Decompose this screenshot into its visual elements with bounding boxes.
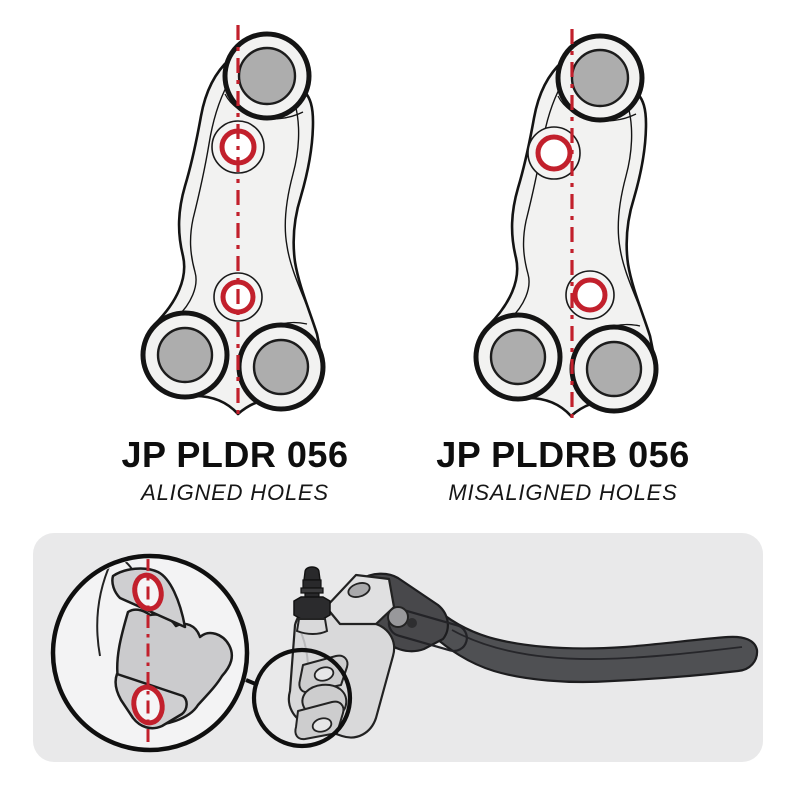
detail-circle [251, 647, 353, 749]
master-cylinder [287, 566, 396, 741]
lever-illustration-panel [33, 533, 763, 762]
pivot-pin [387, 606, 409, 628]
cylinder-top-face [324, 573, 396, 626]
product-label-left: JP PLDR 056 ALIGNED HOLES [55, 436, 415, 506]
lower-mount-hole [311, 717, 333, 733]
adapter-plates-diagram [0, 25, 800, 420]
lower-hole-highlight-ring [572, 277, 608, 313]
magnifier-view [50, 553, 250, 753]
product-variant: ALIGNED HOLES [141, 479, 329, 505]
bleed-nipple [293, 566, 331, 635]
upper-hole-highlight-ring [535, 134, 573, 172]
plate-diagram-aligned [143, 25, 323, 418]
mounting-ears [294, 654, 349, 741]
pivot-bolt [407, 618, 417, 628]
upper-mount-hole [313, 666, 335, 682]
reservoir-port [347, 582, 371, 598]
product-code: JP PLDRB 056 [436, 434, 690, 475]
product-variant: MISALIGNED HOLES [448, 479, 678, 505]
product-label-right: JP PLDRB 056 MISALIGNED HOLES [383, 436, 743, 506]
plate-diagram-misaligned [476, 29, 656, 420]
product-code: JP PLDR 056 [121, 434, 349, 475]
